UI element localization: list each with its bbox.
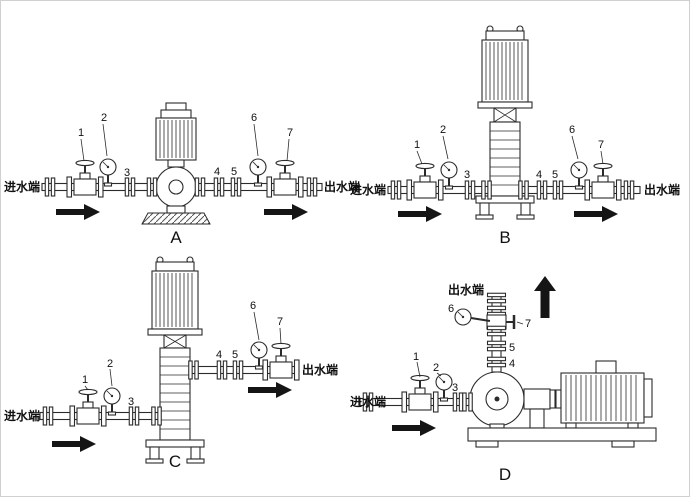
flow-arrow-outlet-up <box>534 276 556 318</box>
outlet-label: 出水端 <box>644 182 680 197</box>
stage-lines <box>490 130 520 186</box>
motor-fins <box>159 120 193 158</box>
part-number-4: 4 <box>509 358 515 370</box>
stage-lines <box>160 356 190 430</box>
part-number-1: 1 <box>78 127 84 139</box>
part-number-2: 2 <box>107 358 113 370</box>
part-number-6: 6 <box>251 112 257 124</box>
stage-stack <box>159 347 191 441</box>
number-leader-lines <box>84 311 282 391</box>
number-leader-lines <box>416 321 524 378</box>
outlet-gate-valve <box>486 305 516 337</box>
part-number-7: 7 <box>598 139 604 151</box>
outlet-pressure-gauge <box>249 158 267 187</box>
part-number-3: 3 <box>124 167 130 179</box>
motor-fins <box>155 273 193 327</box>
inlet-gate-valve <box>66 159 104 198</box>
inlet-gate-valve <box>406 162 444 201</box>
motor-body <box>560 372 645 424</box>
outlet-label: 出水端 <box>448 282 484 297</box>
flow-arrow-inlet <box>398 206 442 222</box>
diagram-letter: B <box>499 228 510 247</box>
vertical-multistage-pump <box>475 25 535 220</box>
inlet-gate-valve <box>69 388 107 427</box>
inlet-label: 进水端 <box>350 394 386 409</box>
baseplate <box>467 427 657 442</box>
part-number-1: 1 <box>413 351 419 363</box>
inlet-pipe <box>39 411 161 421</box>
part-number-5: 5 <box>552 169 558 181</box>
part-number-1: 1 <box>414 139 420 151</box>
stage-stack <box>489 121 521 197</box>
part-number-4: 4 <box>536 169 542 181</box>
number-leader-lines <box>80 123 290 162</box>
diagram-letter: D <box>499 465 511 484</box>
horizontal-inline-pump <box>141 102 211 225</box>
inlet-label: 进水端 <box>350 182 386 197</box>
motor-cap <box>155 261 195 272</box>
motor-cap <box>485 30 525 41</box>
outlet-pressure-gauge <box>454 308 491 326</box>
coupling <box>549 389 556 409</box>
vertical-multistage-pump <box>145 256 205 464</box>
part-number-7: 7 <box>277 316 283 328</box>
part-number-6: 6 <box>250 300 256 312</box>
diagram-b: 1 2 3 4 5 6 7 进水端 出水端 B <box>350 25 680 247</box>
diagram-d: 1 2 3 4 5 6 7 进水端 出水端 D <box>350 276 657 484</box>
outlet-gate-valve <box>584 162 622 201</box>
motor-body <box>481 39 529 103</box>
part-number-6: 6 <box>448 303 454 315</box>
part-number-5: 5 <box>509 342 515 354</box>
part-number-3: 3 <box>464 169 470 181</box>
inlet-gate-valve <box>401 374 439 413</box>
outlet-gate-valve <box>262 342 300 381</box>
part-number-5: 5 <box>231 166 237 178</box>
flow-arrow-outlet <box>574 206 618 222</box>
pump-base <box>475 195 535 204</box>
diagram-letter: A <box>170 228 182 247</box>
diagram-letter: C <box>169 452 181 471</box>
coupling <box>555 389 562 409</box>
foundation-hatch <box>141 212 211 225</box>
part-number-2: 2 <box>101 112 107 124</box>
outlet-label: 出水端 <box>324 179 360 194</box>
part-number-3: 3 <box>452 382 458 394</box>
part-number-5: 5 <box>232 349 238 361</box>
outlet-gate-valve <box>266 159 304 198</box>
part-number-7: 7 <box>525 318 531 330</box>
motor-fins <box>565 375 637 421</box>
terminal-box <box>595 360 617 374</box>
end-suction-pump-unit <box>467 360 657 448</box>
part-number-7: 7 <box>287 127 293 139</box>
part-number-6: 6 <box>569 124 575 136</box>
motor-end-cap <box>643 378 653 418</box>
part-number-4: 4 <box>216 349 222 361</box>
pump-base <box>145 439 205 448</box>
part-number-1: 1 <box>82 374 88 386</box>
flow-arrow-inlet <box>392 420 436 436</box>
inlet-label: 进水端 <box>4 408 40 423</box>
part-number-4: 4 <box>214 166 220 178</box>
flow-arrow-inlet <box>52 436 96 452</box>
bearing-support <box>529 408 545 429</box>
outlet-label: 出水端 <box>302 362 338 377</box>
inlet-label: 进水端 <box>4 179 40 194</box>
part-number-3: 3 <box>128 396 134 408</box>
bearing-housing <box>523 388 551 410</box>
flow-arrow-outlet <box>248 382 292 398</box>
motor-fins <box>485 42 523 100</box>
flow-arrow-outlet <box>264 204 308 220</box>
part-number-2: 2 <box>440 124 446 136</box>
diagram-a: 1 2 3 4 5 6 7 进水端 出水端 A <box>4 102 360 247</box>
flow-arrow-inlet <box>56 204 100 220</box>
diagram-c: 1 2 3 4 5 6 7 进水端 出水端 C <box>4 256 338 471</box>
number-leader-lines <box>416 135 604 165</box>
motor-body <box>151 270 199 330</box>
part-number-2: 2 <box>433 362 439 374</box>
